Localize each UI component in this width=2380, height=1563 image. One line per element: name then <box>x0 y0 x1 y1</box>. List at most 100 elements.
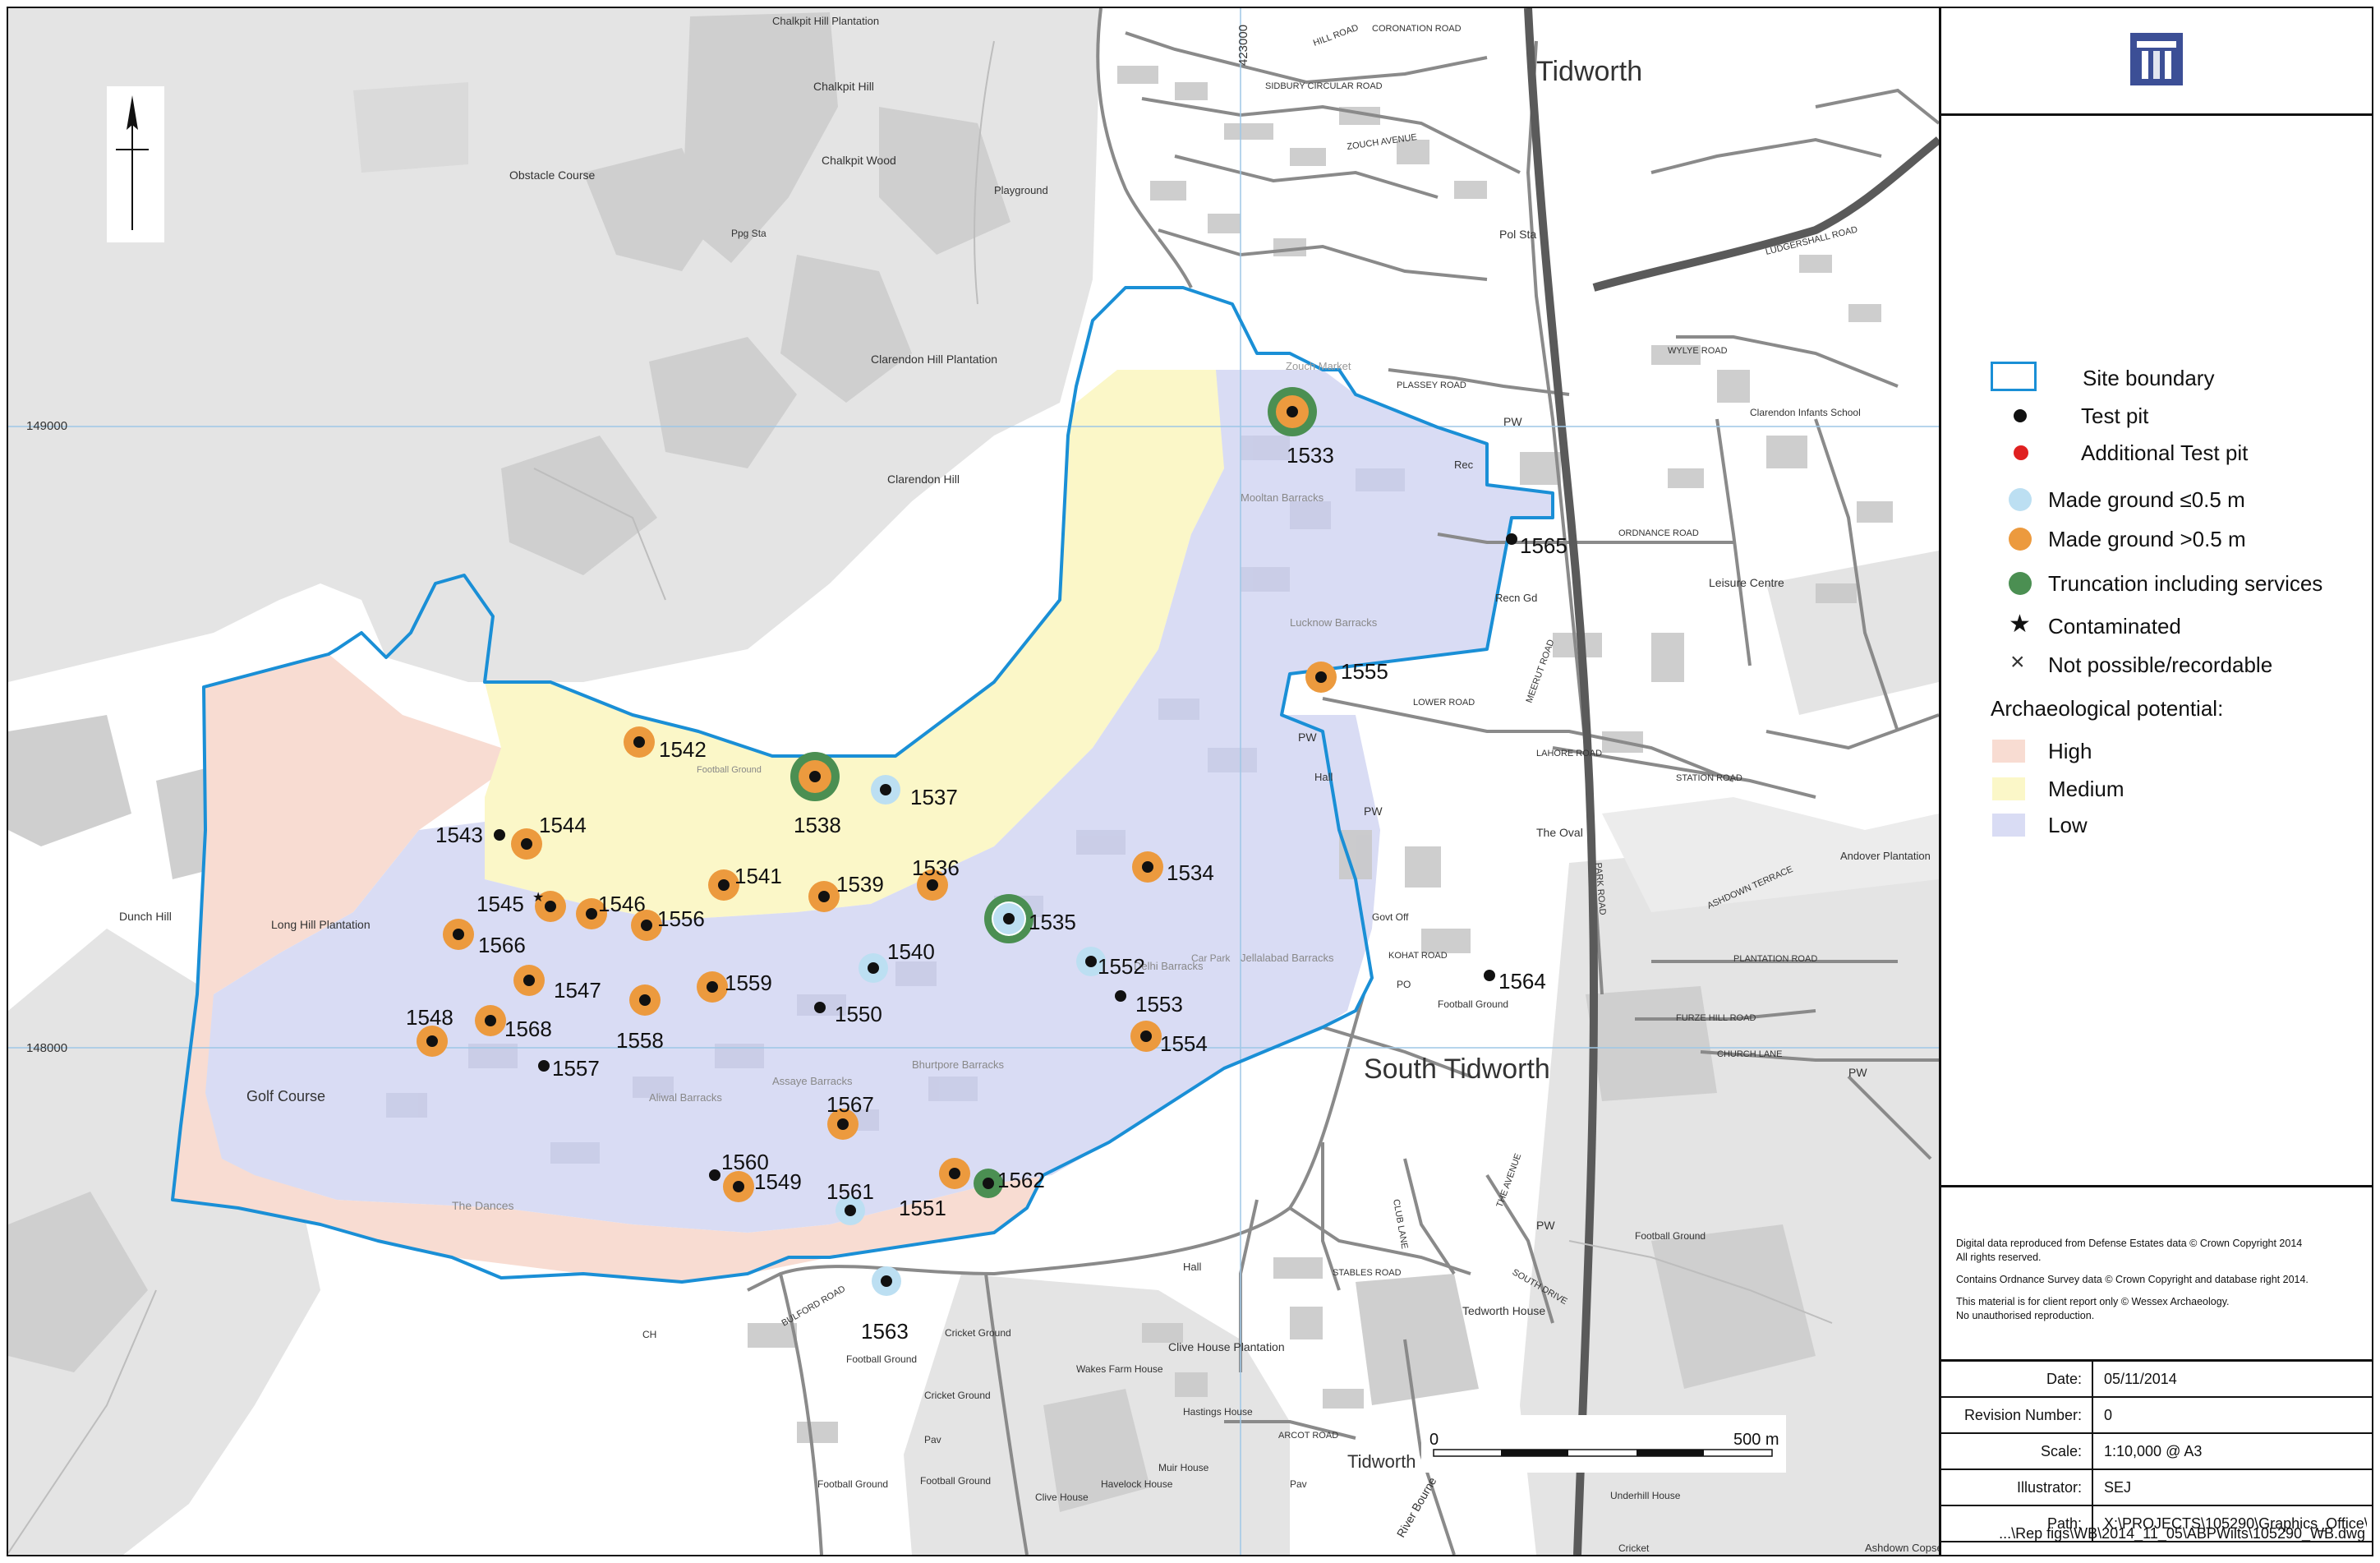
label-football-ground-d: Football Ground <box>846 1353 917 1365</box>
test-pit-dot-icon <box>2014 409 2027 422</box>
test-pit-1533[interactable]: 1533 <box>1268 387 1334 468</box>
test-pit-1549[interactable]: 1549 <box>723 1169 802 1202</box>
test-pit-1568[interactable]: 1568 <box>475 1005 552 1041</box>
test-pit-1554[interactable]: 1554 <box>1130 1021 1208 1056</box>
label-the-dances: The Dances <box>452 1199 513 1212</box>
test-pit-1563[interactable]: 1563 <box>861 1266 909 1344</box>
test-pit-1551[interactable]: 1551 <box>899 1158 970 1220</box>
test-pit-dot <box>1287 406 1298 417</box>
legend-low: Low <box>2048 812 2088 837</box>
buildings <box>748 66 1893 1443</box>
legend-high: High <box>2048 738 2092 763</box>
test-pit-1548[interactable]: 1548 <box>406 1005 453 1057</box>
label-clive-house-plantation: Clive House Plantation <box>1168 1340 1285 1353</box>
test-pit-dot <box>538 1060 550 1072</box>
test-pit-1535[interactable]: 1535 <box>984 894 1076 943</box>
label-pw-2: PW <box>1298 731 1317 744</box>
test-pit-1545[interactable]: ★1545 <box>476 891 566 922</box>
test-pit-dot <box>949 1168 960 1179</box>
test-pit-label: 1554 <box>1160 1031 1208 1056</box>
test-pit-1560[interactable]: 1560 <box>709 1150 769 1181</box>
field-blocks <box>8 12 1816 1512</box>
test-pit-1543[interactable]: 1543 <box>435 823 505 847</box>
test-pit-1540[interactable]: 1540 <box>859 939 935 983</box>
map-canvas[interactable]: 149000 148000 423000 Tidworth South Tidw… <box>8 8 1939 1555</box>
test-pit-1556[interactable]: 1556 <box>631 906 705 941</box>
potential-zone-high <box>173 654 1043 1282</box>
test-pit-dot <box>809 771 821 782</box>
test-pit-dot <box>718 879 730 891</box>
legend-panel: Site boundary Test pit Additional Test p… <box>1939 8 2372 1555</box>
label-mooltan-barracks: Mooltan Barracks <box>1241 491 1324 504</box>
path-value: X:\PROJECTS\105290\Graphics_Office\... <box>2104 1515 2367 1532</box>
label-cricket: Cricket <box>1618 1542 1650 1554</box>
test-pit-1546[interactable]: 1546 <box>576 892 646 929</box>
test-pit-1559[interactable]: 1559 <box>697 971 772 1003</box>
test-pit-dot <box>1142 861 1153 873</box>
test-pit-1537[interactable]: 1537 <box>871 775 958 809</box>
additional-test-pit-dot-icon <box>2014 445 2028 460</box>
road-lahore: LAHORE ROAD <box>1536 749 1602 758</box>
label-assaye-barracks: Assaye Barracks <box>772 1075 853 1087</box>
test-pit-1550[interactable]: 1550 <box>814 1002 882 1026</box>
test-pit-1557[interactable]: 1557 <box>538 1056 600 1081</box>
test-pit-label: 1544 <box>539 813 587 837</box>
test-pit-1566[interactable]: 1566 <box>443 919 526 957</box>
test-pit-1544[interactable]: 1544 <box>511 813 587 860</box>
test-pit-dot <box>983 1178 994 1189</box>
scale-bar-end: 500 m <box>1733 1431 1779 1449</box>
test-pit-label: 1559 <box>725 971 772 995</box>
test-pit-label: 1546 <box>598 892 646 916</box>
test-pit-1565[interactable]: 1565 <box>1506 533 1567 558</box>
test-pit-1567[interactable]: 1567 <box>826 1092 874 1140</box>
label-south-tidworth: South Tidworth <box>1364 1054 1550 1085</box>
test-pit-1538[interactable]: 1538 <box>790 752 841 837</box>
test-pit-1541[interactable]: 1541 <box>708 864 782 901</box>
truncation-swatch-icon <box>2009 572 2032 595</box>
test-pit-1562[interactable]: 1562 <box>974 1168 1045 1198</box>
test-pit-1536[interactable]: 1536 <box>912 855 960 901</box>
label-dunch-hill: Dunch Hill <box>119 910 172 923</box>
made-ground-gt-swatch-icon <box>2009 528 2032 551</box>
test-pit-dot <box>709 1169 720 1181</box>
test-pit-1539[interactable]: 1539 <box>808 872 884 912</box>
test-pit-dot <box>1115 990 1126 1002</box>
test-pit-1564[interactable]: 1564 <box>1484 969 1546 994</box>
date-value: 05/11/2014 <box>2104 1371 2177 1387</box>
test-pit-label: 1541 <box>734 864 782 888</box>
test-pit-dot <box>733 1181 744 1192</box>
test-pit-label: 1564 <box>1498 969 1546 994</box>
test-pit-label: 1535 <box>1029 910 1076 934</box>
label-muir-house: Muir House <box>1158 1462 1209 1473</box>
contaminated-star-icon: ★ <box>2009 611 2031 638</box>
test-pit-1542[interactable]: 1542 <box>624 726 707 762</box>
copyright-line-4: This material is for client report only … <box>1956 1296 2230 1307</box>
test-pit-1552[interactable]: 1552 <box>1076 947 1145 979</box>
test-pit-dot <box>1506 533 1517 545</box>
road-wylye: WYLYE ROAD <box>1668 346 1728 356</box>
test-pit-1547[interactable]: 1547 <box>513 965 601 1003</box>
label-playground: Playground <box>994 184 1048 196</box>
road-furze-hill: FURZE HILL ROAD <box>1676 1013 1756 1023</box>
test-pit-label: 1536 <box>912 855 960 880</box>
scale-bar[interactable]: 0 500 m <box>1421 1415 1786 1473</box>
test-pit-label: 1538 <box>794 813 841 837</box>
test-pit-label: 1540 <box>887 939 935 964</box>
scale-value: 1:10,000 @ A3 <box>2104 1443 2203 1459</box>
potential-zone-medium <box>485 370 1224 920</box>
test-pit-dot <box>641 920 652 931</box>
site-boundary[interactable] <box>171 286 1554 1284</box>
test-pit-1558[interactable]: 1558 <box>616 984 664 1053</box>
roads-thin <box>8 40 1833 1554</box>
test-pit-label: 1557 <box>552 1056 600 1081</box>
test-pit-1555[interactable]: 1555 <box>1305 659 1388 693</box>
site-boundary-swatch-icon <box>1991 362 2037 391</box>
test-pit-1561[interactable]: 1561 <box>826 1179 874 1225</box>
label-clarendon-hill-plantation: Clarendon Hill Plantation <box>871 353 997 366</box>
label-cricket-ground-b: Cricket Ground <box>924 1390 991 1401</box>
low-potential-swatch-icon <box>1992 814 2025 837</box>
test-pit-1534[interactable]: 1534 <box>1132 851 1214 885</box>
title-block-date-row: Date: 05/11/2014 <box>1941 1362 2372 1398</box>
label-jellalabad-barracks: Jellalabad Barracks <box>1241 952 1334 964</box>
test-pit-1553[interactable]: 1553 <box>1115 990 1183 1017</box>
